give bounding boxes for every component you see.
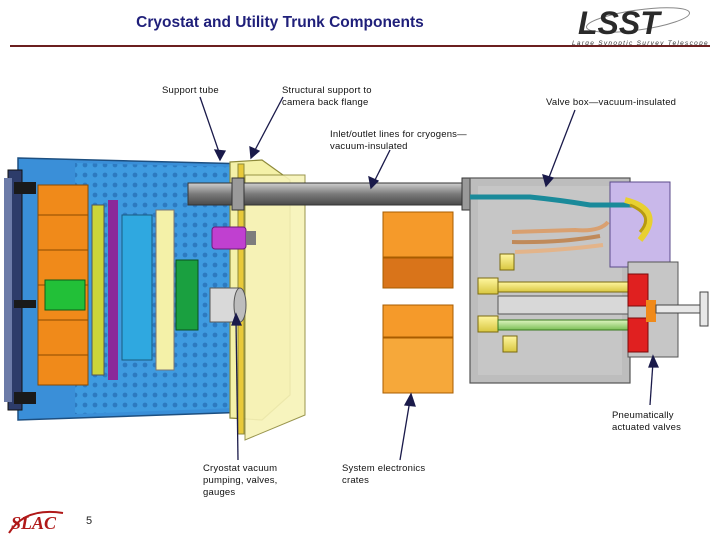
label-pneumatic-line2: actuated valves [612, 422, 682, 433]
label-inlet-outlet-line1: Inlet/outlet lines for cryogens— [330, 129, 467, 140]
label-inlet-outlet-line2: vacuum-insulated [330, 141, 408, 152]
label-cryostat-vacuum: Cryostat vacuum pumping, valves, gauges [203, 463, 278, 499]
label-electronics-crates: System electronics crates [342, 463, 425, 487]
label-structural-support-line2: camera back flange [282, 97, 369, 108]
lsst-logo-subtitle: Large Synoptic Survey Telescope [572, 40, 709, 47]
label-structural-support: Structural support to camera back flange [282, 85, 372, 109]
label-pneumatic-valves: Pneumatically actuated valves [612, 410, 681, 434]
label-structural-support-line1: Structural support to [282, 85, 372, 96]
label-support-tube: Support tube [162, 85, 219, 96]
title-rule [10, 45, 710, 47]
valve-box [469, 177, 709, 384]
slac-logo-text: SLAC [11, 513, 57, 533]
label-electronics-line1: System electronics [342, 463, 426, 474]
page-number: 5 [86, 515, 93, 527]
lsst-logo: LSST Large Synoptic Survey Telescope [572, 5, 709, 47]
structural-support [209, 159, 306, 441]
electronics-crates [382, 211, 454, 394]
utility-trunk-pipe [187, 177, 474, 211]
cryostat-body [4, 157, 251, 421]
callout-arrows [199, 96, 660, 461]
slac-logo: SLAC [5, 505, 75, 537]
label-cryostat-vacuum-line2: pumping, valves, [203, 475, 278, 486]
lsst-logo-text: LSST [578, 5, 662, 41]
label-cryostat-vacuum-line1: Cryostat vacuum [203, 463, 278, 474]
label-pneumatic-line1: Pneumatically [612, 410, 674, 421]
label-valve-box: Valve box—vacuum-insulated [546, 97, 677, 108]
label-electronics-line2: crates [342, 475, 370, 486]
page-title: Cryostat and Utility Trunk Components [136, 14, 424, 31]
label-cryostat-vacuum-line3: gauges [203, 487, 236, 498]
label-inlet-outlet-lines: Inlet/outlet lines for cryogens— vacuum-… [330, 129, 467, 153]
